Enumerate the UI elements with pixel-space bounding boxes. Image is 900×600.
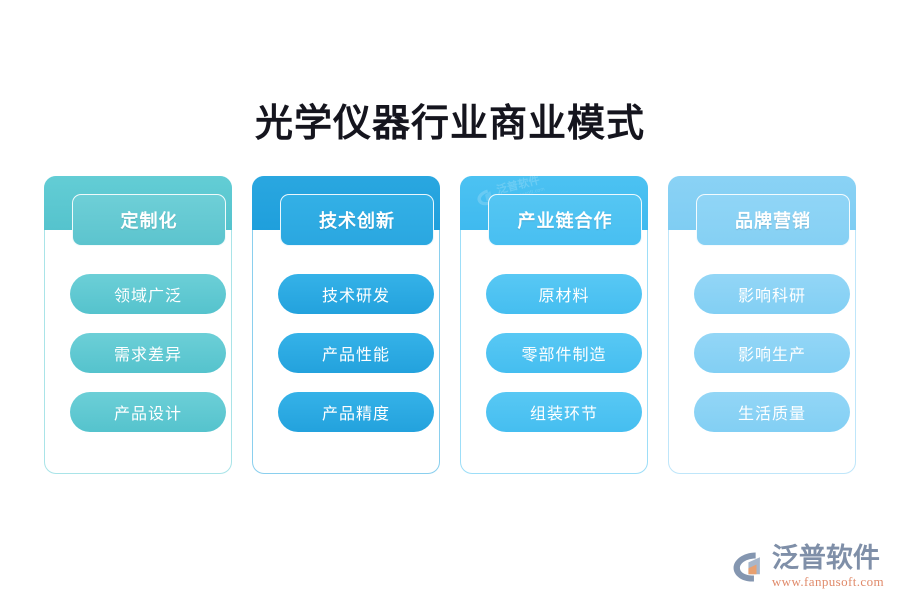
column-card-tech-innovation[interactable]: 技术创新 技术研发 产品性能 产品精度	[252, 176, 440, 474]
card-header-label[interactable]: 产业链合作	[488, 194, 642, 246]
card-header-label[interactable]: 定制化	[72, 194, 226, 246]
card-item-list: 影响科研 影响生产 生活质量	[694, 274, 850, 432]
page-title: 光学仪器行业商业模式	[254, 103, 645, 145]
brand-name: 泛普软件	[771, 543, 880, 573]
list-item[interactable]: 影响生产	[694, 333, 850, 373]
list-item[interactable]: 领域广泛	[70, 274, 226, 314]
list-item[interactable]: 零部件制造	[486, 333, 642, 373]
column-card-supply-chain[interactable]: 泛普软件 www.fanpusoft.com 产业链合作 原材料 零部件制造 组…	[460, 176, 648, 474]
column-card-customization[interactable]: 定制化 领域广泛 需求差异 产品设计	[44, 176, 232, 474]
list-item[interactable]: 产品设计	[70, 392, 226, 432]
brand-text-block: 泛普软件 www.fanpusoft.com	[771, 543, 884, 589]
card-header-label[interactable]: 品牌营销	[696, 194, 850, 246]
list-item[interactable]: 产品精度	[278, 392, 434, 432]
card-item-list: 原材料 零部件制造 组装环节	[486, 274, 642, 432]
column-card-brand-marketing[interactable]: 品牌营销 影响科研 影响生产 生活质量	[668, 176, 856, 474]
brand-logo[interactable]: 泛普软件 www.fanpusoft.com	[731, 545, 884, 588]
list-item[interactable]: 原材料	[486, 274, 642, 314]
card-item-list: 领域广泛 需求差异 产品设计	[70, 274, 226, 432]
list-item[interactable]: 需求差异	[70, 333, 226, 373]
column-group: 定制化 领域广泛 需求差异 产品设计 技术创新 技术研发 产品性能 产品精度	[44, 176, 856, 474]
fanpu-logo-icon	[733, 552, 760, 582]
list-item[interactable]: 生活质量	[694, 392, 850, 432]
list-item[interactable]: 组装环节	[486, 392, 642, 432]
list-item[interactable]: 影响科研	[694, 274, 850, 314]
card-item-list: 技术研发 产品性能 产品精度	[278, 274, 434, 432]
list-item[interactable]: 技术研发	[278, 274, 434, 314]
brand-url: www.fanpusoft.com	[771, 574, 884, 589]
card-header-label[interactable]: 技术创新	[280, 194, 434, 246]
list-item[interactable]: 产品性能	[278, 333, 434, 373]
